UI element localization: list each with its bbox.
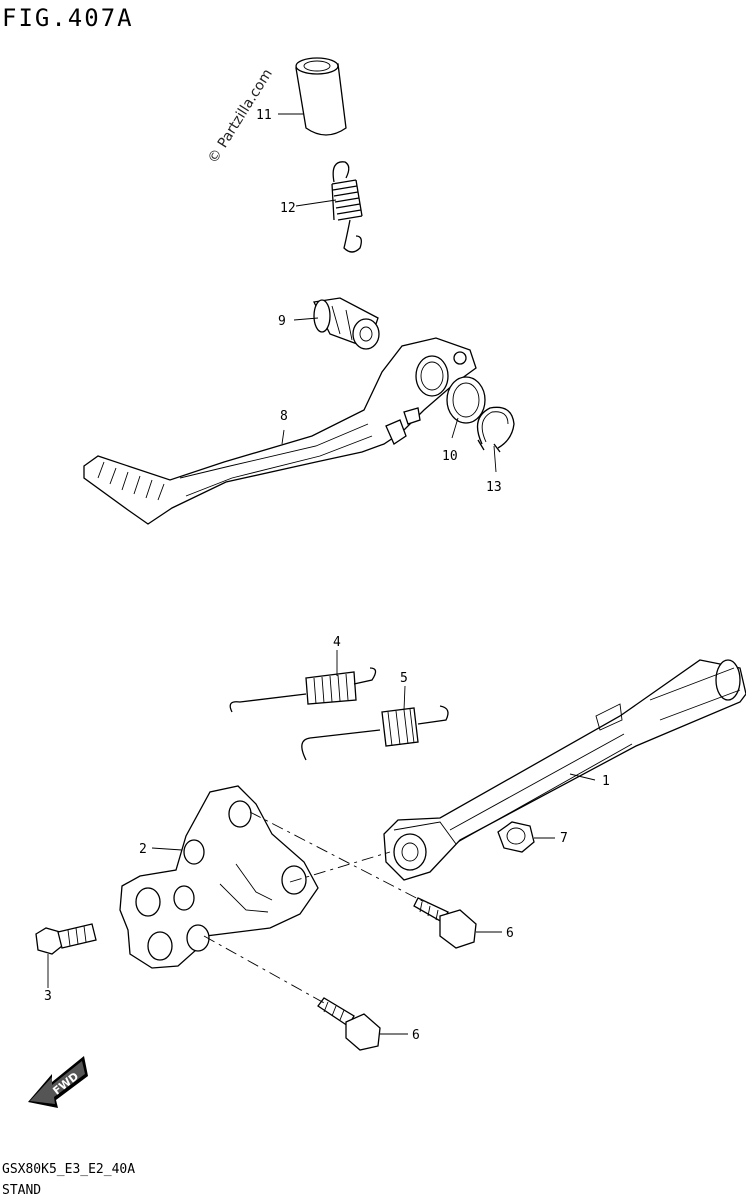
part-3-stud — [35, 923, 97, 955]
callout-13: 13 — [486, 480, 502, 495]
part-6-bolt-upper — [413, 897, 477, 949]
callout-3: 3 — [44, 989, 52, 1004]
footer-name: STAND — [2, 1183, 42, 1198]
part-10-washer — [446, 376, 486, 424]
callout-12: 12 — [280, 201, 296, 216]
callout-6-upper: 6 — [506, 926, 514, 941]
leader-lines — [47, 113, 596, 1035]
part-6-bolt-lower — [317, 997, 381, 1051]
callout-9: 9 — [278, 314, 286, 329]
part-4-spring — [229, 667, 377, 713]
figure-title: FIG.407A — [2, 4, 134, 32]
part-13-circlip — [476, 406, 515, 453]
part-11-sleeve — [295, 57, 347, 136]
part-5-spring — [301, 705, 449, 761]
assembly-axes — [203, 811, 429, 1005]
part-1-side-stand — [383, 659, 746, 881]
part-2-bracket — [119, 785, 319, 969]
footer-code: GSX80K5_E3_E2_40A — [2, 1162, 136, 1177]
part-8-brake-pedal — [83, 337, 477, 525]
fwd-arrow-icon: FWD — [28, 1056, 88, 1108]
callout-1: 1 — [602, 774, 610, 789]
callout-11: 11 — [256, 108, 272, 123]
part-7-nut — [497, 821, 535, 853]
callout-10: 10 — [442, 449, 458, 464]
callout-6-lower: 6 — [412, 1028, 420, 1043]
callout-2: 2 — [139, 842, 147, 857]
callout-5: 5 — [400, 671, 408, 686]
part-9-pivot-bolt — [313, 297, 380, 350]
callout-4: 4 — [333, 635, 341, 650]
callout-8: 8 — [280, 409, 288, 424]
callout-7: 7 — [560, 831, 568, 846]
part-12-spring — [331, 161, 363, 253]
